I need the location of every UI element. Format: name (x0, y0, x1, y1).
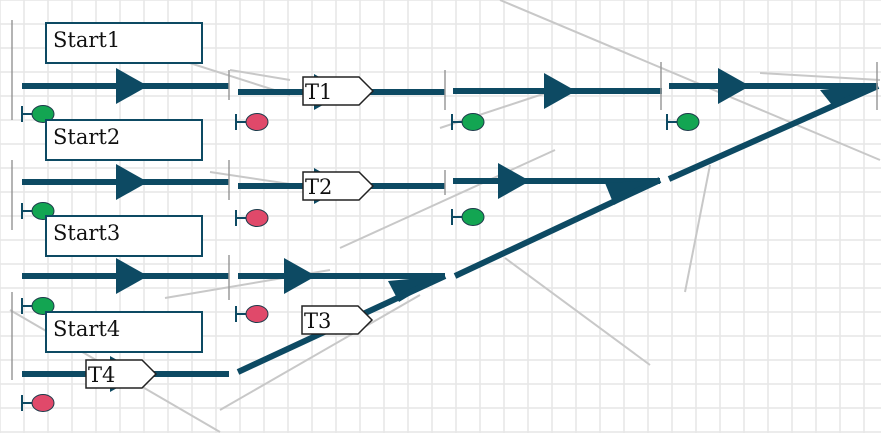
tag-label: T1 (305, 80, 332, 104)
guide-line (499, 0, 881, 161)
track-segments (11, 20, 880, 392)
signal-lamp-green (461, 208, 485, 226)
direction-arrow (498, 163, 530, 199)
guide-line (684, 164, 711, 293)
signal-green[interactable] (666, 113, 700, 131)
track-tag-2[interactable]: T2 (302, 171, 375, 201)
start-box-3[interactable]: Start3 (45, 215, 203, 257)
start-box-1[interactable]: Start1 (45, 22, 203, 64)
start-label-1: Start1 (53, 28, 121, 52)
signal-lamp-green (461, 113, 485, 131)
signal-green[interactable] (451, 113, 485, 131)
signals (21, 105, 700, 412)
tag-shape (85, 359, 158, 389)
signal-red[interactable] (235, 209, 269, 227)
direction-arrow (544, 73, 576, 109)
signal-green[interactable] (21, 105, 55, 123)
signal-green[interactable] (21, 297, 55, 315)
tag-shape (302, 171, 375, 201)
guide-line (339, 149, 556, 249)
signal-lamp-green (676, 113, 700, 131)
direction-arrow (718, 68, 750, 104)
track-tag-1[interactable]: T1 (302, 76, 375, 106)
track-segment[interactable] (453, 177, 662, 279)
signal-red[interactable] (21, 394, 55, 412)
signal-green[interactable] (451, 208, 485, 226)
signal-red[interactable] (235, 305, 269, 323)
guide-line (759, 72, 881, 81)
track-segment[interactable] (667, 83, 880, 182)
signal-lamp-red (245, 113, 269, 131)
start-label-4: Start4 (53, 317, 121, 341)
tag-shape (301, 305, 374, 335)
direction-arrow (116, 258, 148, 294)
signal-red[interactable] (235, 113, 269, 131)
start-box-2[interactable]: Start2 (45, 119, 203, 161)
direction-arrow (284, 258, 316, 294)
signal-lamp-green (31, 297, 55, 315)
tag-label: T3 (304, 309, 331, 333)
signal-lamp-green (31, 105, 55, 123)
direction-arrow (116, 164, 148, 200)
guide-line (229, 69, 291, 81)
tag-label: T2 (305, 175, 332, 199)
guide-line (504, 257, 651, 366)
start-box-4[interactable]: Start4 (45, 311, 203, 353)
tag-shape (302, 76, 375, 106)
tag-label: T4 (88, 363, 115, 387)
start-label-2: Start2 (53, 125, 121, 149)
signal-lamp-red (245, 305, 269, 323)
track-tag-3[interactable]: T3 (301, 305, 374, 335)
start-label-3: Start3 (53, 221, 121, 245)
signal-lamp-red (31, 394, 55, 412)
direction-arrow (116, 68, 148, 104)
guide-line (219, 294, 421, 411)
signal-lamp-red (245, 209, 269, 227)
track-tag-4[interactable]: T4 (85, 359, 158, 389)
